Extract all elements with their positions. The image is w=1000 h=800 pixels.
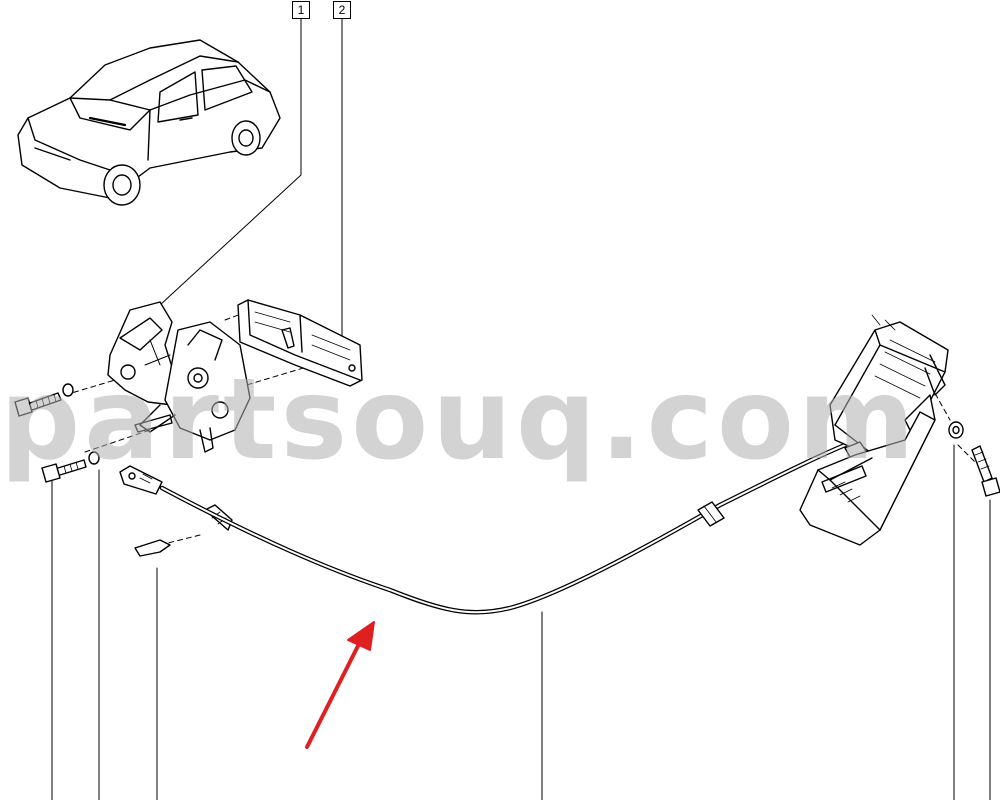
car-illustration (17, 39, 281, 206)
release-handle-bracket (799, 314, 949, 546)
bolts-and-washers-right (948, 421, 1000, 497)
lock-striker-plate (237, 299, 363, 387)
hood-lock-assembly (107, 301, 251, 453)
callout-box-2[interactable]: 2 (333, 1, 351, 19)
hood-release-cable (159, 437, 861, 615)
red-indicator-arrow (305, 621, 375, 749)
cable-end-left (119, 465, 233, 557)
callout-box-1[interactable]: 1 (292, 1, 310, 19)
bolts-and-washers-left (14, 383, 100, 483)
